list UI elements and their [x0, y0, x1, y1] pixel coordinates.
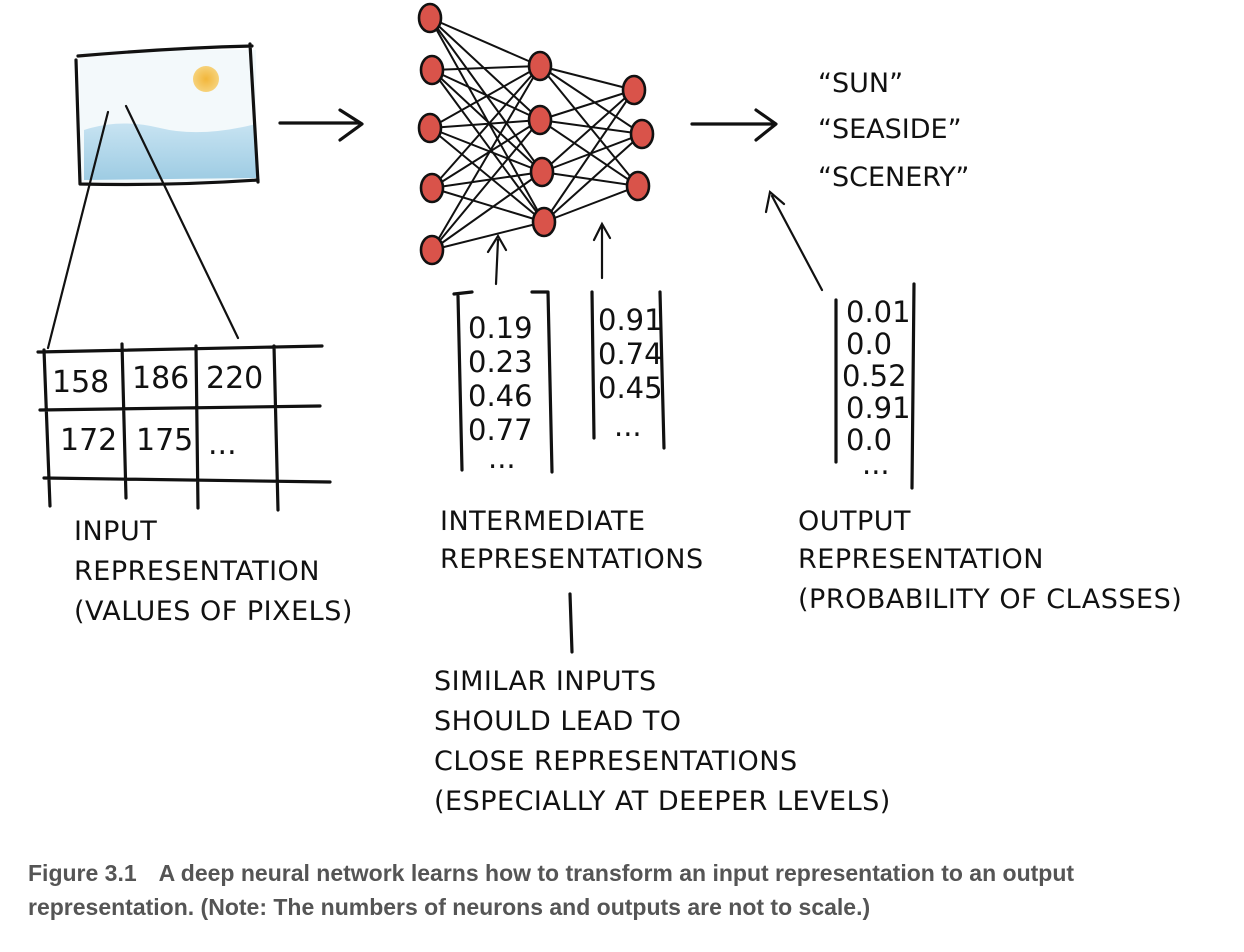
- network-connection: [431, 69, 541, 121]
- network-connection: [429, 127, 545, 223]
- vector-value: 0.01: [846, 295, 911, 329]
- network-connection: [429, 119, 541, 129]
- network-connection: [431, 119, 541, 251]
- note-line: (ESPECIALLY AT DEEPER LEVELS): [434, 786, 891, 817]
- vector-value: ...: [862, 447, 890, 481]
- vector-brackets: [834, 282, 916, 490]
- network-connection: [543, 89, 635, 223]
- caption-label: Figure 3.1: [28, 860, 137, 886]
- neuron: [625, 170, 651, 202]
- input-image: [74, 42, 260, 187]
- network-connection: [431, 65, 541, 189]
- network-connection: [431, 171, 543, 251]
- arrow-vector1-up: [486, 233, 508, 286]
- intermediate-label-line: REPRESENTATIONS: [440, 544, 704, 575]
- pixel-value: 175: [136, 423, 193, 458]
- intermediate-label-line: INTERMEDIATE: [440, 506, 646, 537]
- neuron: [419, 54, 445, 86]
- network-connection: [541, 89, 635, 173]
- network-connection: [431, 221, 545, 251]
- image-frame: [74, 42, 260, 187]
- zoom-line-right: [124, 104, 240, 340]
- neuron: [629, 118, 655, 150]
- vector-value: 0.19: [468, 311, 533, 345]
- output-label-line: OUTPUT: [798, 506, 911, 537]
- network-connection: [539, 119, 639, 187]
- vector-value: 0.52: [842, 359, 907, 393]
- network-connection: [431, 119, 541, 189]
- arrow-network-to-classes: [690, 108, 778, 142]
- vector-value: 0.74: [598, 337, 663, 371]
- network-connection: [541, 171, 639, 187]
- input-label-line: REPRESENTATION: [74, 556, 320, 587]
- vector-value: 0.0: [846, 327, 892, 361]
- neuron: [531, 206, 557, 238]
- class-name: “SCENERY”: [818, 162, 969, 193]
- network-connection: [431, 187, 545, 223]
- zoom-line-left: [46, 110, 110, 350]
- neuron: [529, 156, 555, 188]
- pixel-table: 158 186 220 172 175 ...: [36, 342, 332, 512]
- neuron: [417, 112, 443, 144]
- vector-value: 0.77: [468, 413, 533, 447]
- neuron: [419, 172, 445, 204]
- neuron: [621, 74, 647, 106]
- vector-value: 0.46: [468, 379, 533, 413]
- intermediate-vector-1: 0.19 0.23 0.46 0.77 ...: [452, 290, 554, 475]
- caption-text: A deep neural network learns how to tran…: [28, 860, 1075, 920]
- network-connection: [431, 69, 543, 173]
- network: [417, 2, 655, 266]
- input-label-line: (VALUES OF PIXELS): [74, 596, 353, 627]
- pixel-value: ...: [208, 427, 237, 462]
- note-connector: [568, 592, 574, 654]
- input-label-line: INPUT: [74, 516, 157, 547]
- network-connection: [543, 133, 643, 223]
- vector-value: ...: [488, 441, 516, 475]
- pixel-value: 186: [132, 361, 189, 396]
- vector-value: 0.0: [846, 423, 892, 457]
- network-connection: [539, 89, 635, 121]
- neural-network-diagram: 158 186 220 172 175 ... INPUT REPRESENTA…: [36, 2, 1182, 817]
- network-connection: [543, 185, 639, 223]
- neuron: [419, 234, 445, 266]
- arrow-input-to-network: [278, 108, 364, 142]
- vector-brackets: [590, 290, 666, 450]
- network-connection: [431, 171, 543, 189]
- vector-value: 0.91: [846, 391, 911, 425]
- network-connection: [431, 65, 541, 71]
- intermediate-vector-2: 0.91 0.74 0.45 ...: [590, 290, 666, 450]
- class-name: “SEASIDE”: [818, 114, 962, 145]
- vector-value: 0.23: [468, 345, 533, 379]
- network-connection: [429, 127, 543, 173]
- network-connection: [429, 65, 541, 129]
- pixel-value: 172: [60, 423, 117, 458]
- image-sea: [84, 123, 256, 180]
- network-connection: [431, 69, 545, 223]
- vector-value: ...: [614, 409, 642, 443]
- table-grid: [36, 342, 332, 512]
- network-connection: [431, 65, 541, 251]
- sun-icon: [193, 66, 219, 92]
- note-line: SHOULD LEAD TO: [434, 706, 682, 737]
- vector-value: 0.91: [598, 303, 663, 337]
- network-connection: [429, 17, 541, 67]
- note-line: SIMILAR INPUTS: [434, 666, 657, 697]
- neuron: [527, 104, 553, 136]
- class-name: “SUN”: [818, 68, 903, 99]
- output-vector: 0.01 0.0 0.52 0.91 0.0 ...: [834, 282, 916, 490]
- note-line: CLOSE REPRESENTATIONS: [434, 746, 798, 777]
- network-connection: [539, 65, 635, 91]
- output-label-line: REPRESENTATION: [798, 544, 1044, 575]
- arrow-vector2-up: [592, 221, 612, 280]
- vector-value: 0.45: [598, 371, 663, 405]
- arrow-output-up: [764, 189, 824, 292]
- pixel-value: 220: [206, 361, 263, 396]
- network-connection: [539, 65, 643, 135]
- neuron: [417, 2, 443, 34]
- output-label-line: (PROBABILITY OF CLASSES): [798, 584, 1182, 615]
- vector-brackets: [452, 290, 554, 474]
- pixel-value: 158: [52, 365, 109, 400]
- neuron: [527, 50, 553, 82]
